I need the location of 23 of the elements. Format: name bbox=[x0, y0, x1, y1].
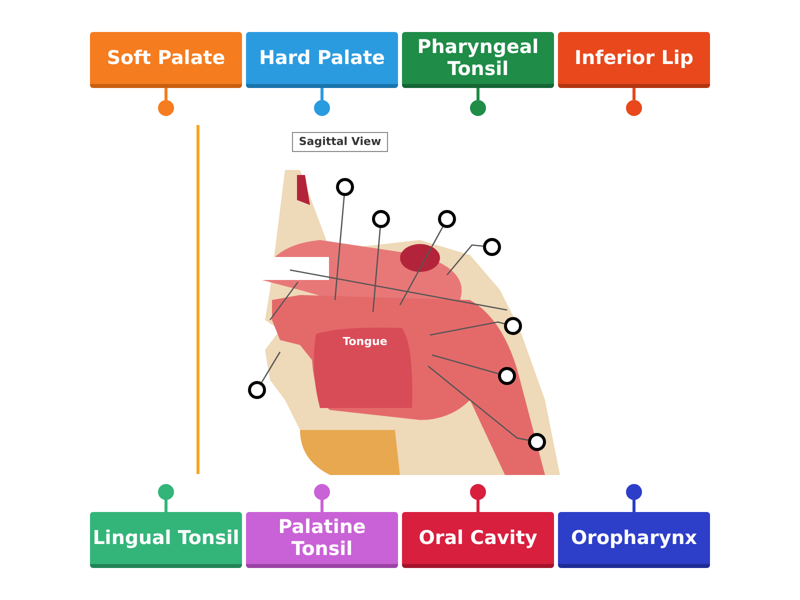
part-label: Tongue bbox=[342, 335, 388, 350]
leader-line bbox=[446, 244, 484, 276]
answer-tile: Oropharynx bbox=[558, 512, 710, 568]
answer-tile: Pharyngeal Tonsil bbox=[402, 32, 554, 88]
hotspot-circle bbox=[372, 210, 390, 228]
answer-tile: Palatine Tonsil bbox=[246, 512, 398, 568]
leader-line bbox=[432, 354, 498, 374]
leader-line bbox=[372, 228, 381, 312]
answer-tile: Inferior Lip bbox=[558, 32, 710, 88]
leader-line bbox=[334, 196, 345, 300]
answer-tile: Lingual Tonsil bbox=[90, 512, 242, 568]
hotspot-circle bbox=[483, 238, 501, 256]
answer-tile: Oral Cavity bbox=[402, 512, 554, 568]
answer-tile: Hard Palate bbox=[246, 32, 398, 88]
hotspot-circle bbox=[248, 381, 266, 399]
leader-line bbox=[428, 366, 528, 441]
leader-line bbox=[430, 321, 504, 336]
answer-tile: Soft Palate bbox=[90, 32, 242, 88]
leader-line bbox=[261, 352, 281, 383]
hotspot-circle bbox=[336, 178, 354, 196]
hotspot-circle bbox=[438, 210, 456, 228]
view-title: Sagittal View bbox=[292, 132, 388, 152]
leader-line bbox=[399, 226, 444, 306]
